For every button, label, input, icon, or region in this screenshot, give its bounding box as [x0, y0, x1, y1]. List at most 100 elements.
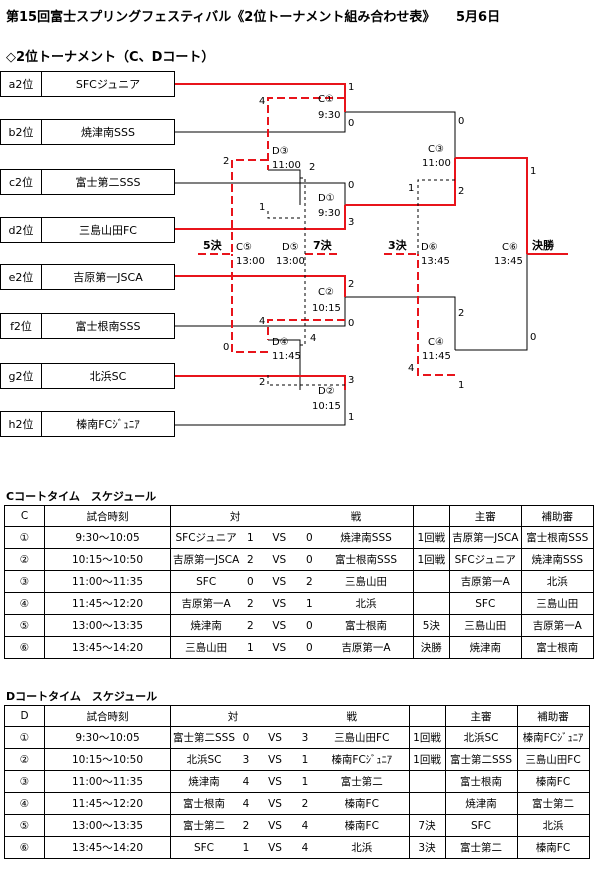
line-d1-d3 — [268, 169, 301, 205]
match-no: ⑥ — [4, 836, 45, 859]
home-team: 富士第二SSS — [170, 726, 237, 749]
away-team: 吉原第一A — [319, 636, 414, 659]
vs-label: VS — [259, 570, 300, 593]
home-score: 4 — [237, 792, 255, 815]
match-d3-code: D③ — [272, 146, 289, 157]
match-no: ③ — [4, 770, 45, 793]
match-no: ① — [4, 726, 45, 749]
score-c3-left: 1 — [408, 183, 415, 194]
match-time: 11:45～12:20 — [44, 592, 171, 615]
referee: 富士第二 — [444, 836, 518, 859]
team-rank: h2位 — [1, 412, 42, 436]
team-name: 三島山田FC — [78, 224, 137, 237]
header-cell: 補助審 — [520, 505, 594, 527]
match-c2-time: 10:15 — [312, 303, 341, 314]
round-label: 7決 — [408, 814, 446, 837]
vs-label: VS — [259, 636, 300, 659]
line-c2-d1 — [175, 182, 346, 205]
assistant-referee: 三島山田FC — [516, 748, 590, 771]
assistant-referee: 三島山田 — [520, 592, 594, 615]
team-box: c2位富士第二SSS — [0, 169, 175, 195]
line-d4-d2 — [268, 339, 301, 390]
home-score: 3 — [237, 748, 255, 771]
match-no: ⑤ — [4, 614, 45, 637]
loser-d3-d5 — [300, 177, 306, 254]
team-name: SFCジュニア — [75, 78, 141, 91]
score-c3-top: 0 — [458, 116, 465, 127]
match-d3-time: 11:00 — [272, 160, 301, 171]
away-score: 4 — [295, 836, 315, 859]
home-score: 1 — [241, 636, 260, 659]
away-team: 三島山田 — [319, 570, 414, 593]
loser-c4-d6 — [417, 254, 455, 376]
score-d2-out: 2 — [259, 377, 266, 388]
team-name: 富士根南SSS — [75, 320, 141, 333]
match-no: ④ — [4, 792, 45, 815]
referee: 焼津南 — [448, 636, 522, 659]
score-c1-bot: 0 — [348, 118, 355, 129]
home-team: 吉原第一A — [170, 592, 242, 615]
away-score: 0 — [299, 614, 320, 637]
home-team: 焼津南 — [170, 614, 242, 637]
away-team: 北浜 — [315, 836, 410, 859]
header-cell: D — [4, 705, 45, 727]
header-cell — [412, 505, 450, 527]
round-5ketsu: 5決 — [203, 239, 222, 252]
home-score: 2 — [237, 814, 255, 837]
match-c3-time: 11:00 — [422, 158, 451, 169]
assistant-referee: 北浜 — [516, 814, 590, 837]
round-7ketsu: 7決 — [313, 239, 332, 252]
referee: SFCジュニア — [448, 548, 522, 571]
home-team: SFC — [170, 570, 242, 593]
score-d4-out: 0 — [223, 342, 230, 353]
match-d2-time: 10:15 — [312, 401, 341, 412]
vs-label: VS — [259, 548, 300, 571]
home-team: 富士第二 — [170, 814, 237, 837]
header-cell: 主審 — [448, 505, 522, 527]
team-box: g2位北浜SC — [0, 363, 175, 389]
line-h2-d2 — [175, 390, 346, 426]
away-score: 2 — [295, 792, 315, 815]
loser-d3-c5 — [231, 159, 268, 254]
away-team: 北浜 — [319, 592, 414, 615]
line-c1-c3 — [345, 111, 456, 158]
page-title: 第15回富士スプリングフェスティバル《2位トーナメント組み合わせ表》 — [6, 10, 436, 25]
score-c2-bot: 0 — [348, 318, 355, 329]
score-c4-left: 4 — [408, 363, 415, 374]
vs-label: VS — [259, 526, 300, 549]
home-score: 2 — [241, 548, 260, 571]
match-time: 13:00～13:35 — [44, 614, 171, 637]
match-time: 10:15～10:50 — [44, 548, 171, 571]
assistant-referee: 榛南FC — [516, 836, 590, 859]
match-c5-time: 13:00 — [236, 256, 265, 267]
vs-label: VS — [255, 770, 295, 793]
match-d6-code: D⑥ — [421, 242, 438, 253]
match-no: ⑥ — [4, 636, 45, 659]
home-score: 2 — [241, 614, 260, 637]
line-b2-c1 — [175, 112, 346, 133]
vs-label: VS — [255, 814, 295, 837]
assistant-referee: 榛南FCｼﾞｭﾆｱ — [516, 726, 590, 749]
team-name: 富士第二SSS — [75, 176, 141, 189]
round-label: 1回戦 — [408, 748, 446, 771]
header-cell: 戦 — [295, 705, 410, 727]
away-team: 富士根南 — [319, 614, 414, 637]
vs-label: VS — [255, 792, 295, 815]
referee: 富士根南 — [444, 770, 518, 793]
round-label — [412, 592, 450, 615]
event-date: 5月6日 — [456, 10, 501, 25]
score-d4-bot: 4 — [310, 333, 317, 344]
referee: 三島山田 — [448, 614, 522, 637]
round-label — [412, 570, 450, 593]
score-c6-bot: 0 — [530, 332, 537, 343]
header-cell: 戦 — [299, 505, 414, 527]
match-time: 11:45～12:20 — [44, 792, 171, 815]
home-team: 富士根南 — [170, 792, 237, 815]
home-team: 三島山田 — [170, 636, 242, 659]
